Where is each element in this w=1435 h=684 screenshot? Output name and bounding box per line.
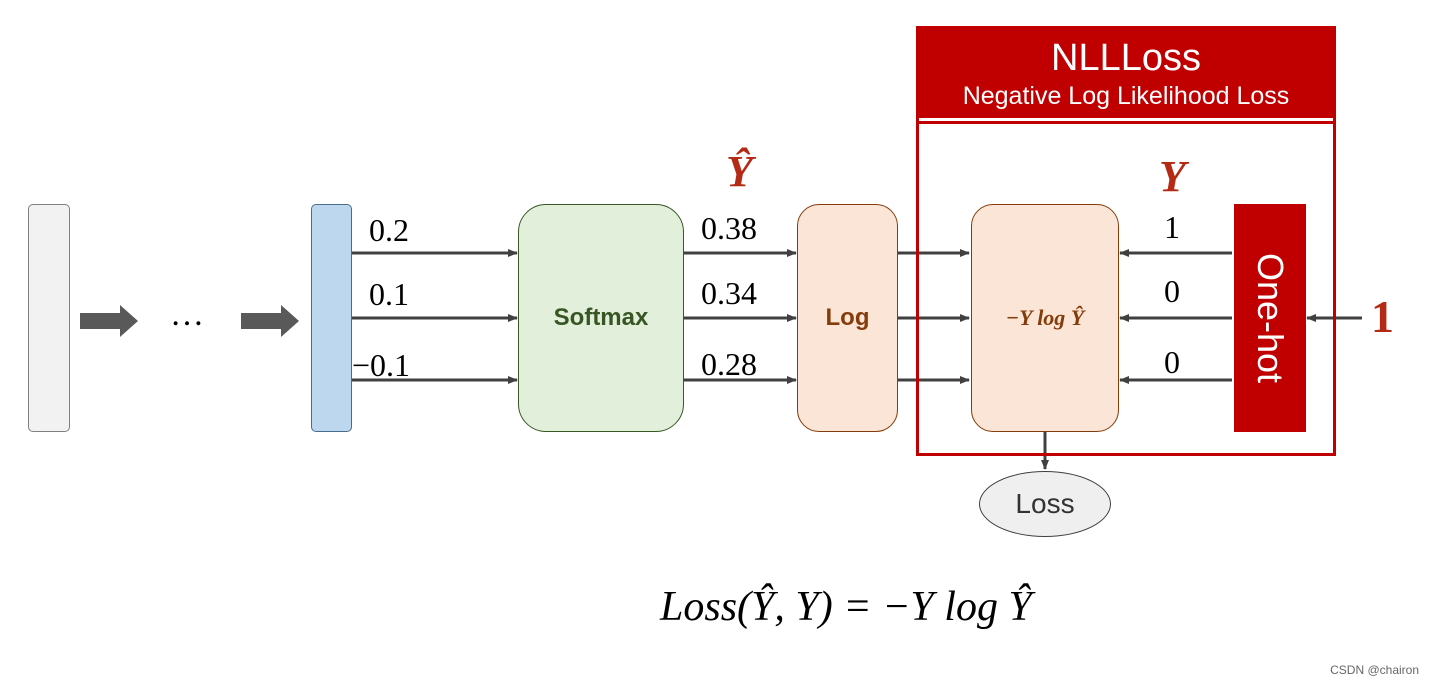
log-box: Log — [797, 204, 898, 432]
loss-node: Loss — [979, 471, 1111, 537]
onehot-box: One-hot — [1234, 204, 1306, 432]
nllloss-header: NLLLoss Negative Log Likelihood Loss — [919, 29, 1333, 121]
y-hat-symbol: Ŷ — [726, 147, 753, 196]
loss-formula: Loss(Ŷ, Y) = −Y log Ŷ — [660, 584, 1032, 630]
input-layer-box — [28, 204, 70, 432]
softmax-output-2: 0.34 — [701, 275, 757, 311]
log-label: Log — [825, 304, 870, 331]
target-value-1: 1 — [1164, 209, 1180, 245]
y-symbol: Y — [1159, 152, 1186, 201]
watermark: CSDN @chairon — [1330, 663, 1419, 677]
input-value-2: 0.1 — [369, 276, 409, 312]
onehot-label: One-hot — [1250, 252, 1292, 384]
softmax-label: Softmax — [553, 304, 649, 331]
input-value-3: −0.1 — [352, 347, 411, 383]
target-value-3: 0 — [1164, 344, 1180, 380]
softmax-output-1: 0.38 — [701, 210, 757, 246]
loss-label: Loss — [1015, 488, 1075, 519]
nllloss-subtitle: Negative Log Likelihood Loss — [962, 82, 1290, 110]
softmax-output-3: 0.28 — [701, 346, 757, 382]
neg-log-box: −Y log Ŷ — [971, 204, 1119, 432]
target-value-2: 0 — [1164, 273, 1180, 309]
class-index: 1 — [1371, 291, 1394, 342]
neg-log-label: −Y log Ŷ — [1005, 305, 1085, 330]
ellipsis: … — [170, 296, 204, 333]
input-value-1: 0.2 — [369, 212, 409, 248]
nllloss-title: NLLLoss — [1051, 37, 1201, 79]
nllloss-frame — [916, 26, 1336, 456]
softmax-box: Softmax — [518, 204, 684, 432]
block-arrow-2 — [241, 305, 299, 337]
block-arrow-1 — [80, 305, 138, 337]
logits-layer-box — [311, 204, 352, 432]
